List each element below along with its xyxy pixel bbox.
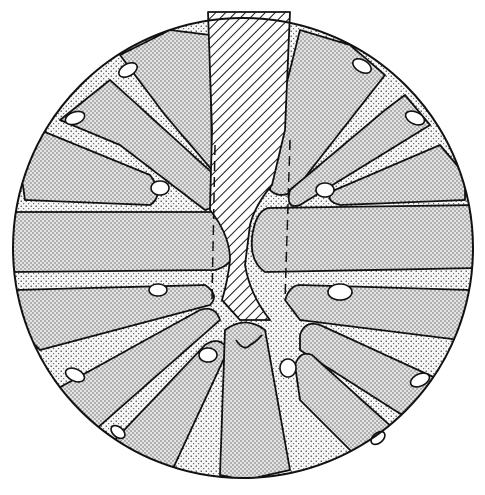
block-left-center	[10, 212, 241, 272]
block-right-center	[252, 205, 478, 272]
node-circle	[149, 284, 167, 296]
node-circle	[199, 348, 217, 362]
node-circle	[328, 284, 352, 300]
node-circle	[280, 359, 296, 377]
node-circle	[316, 183, 334, 197]
node-circle	[151, 181, 169, 195]
